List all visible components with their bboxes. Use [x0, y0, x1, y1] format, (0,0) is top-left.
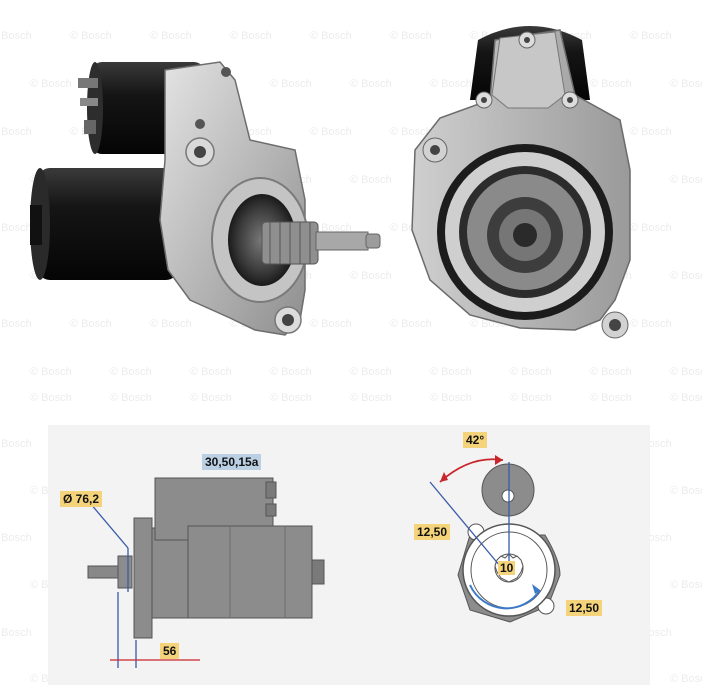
watermark-text: © Bosch: [670, 579, 702, 591]
watermark-text: © Bosch: [310, 30, 352, 42]
watermark-text: © Bosch: [310, 126, 352, 138]
watermark-text: © Bosch: [670, 485, 702, 497]
watermark-text: © Bosch: [270, 392, 312, 404]
watermark-text: © Bosch: [310, 222, 352, 234]
watermark-text: © Bosch: [30, 392, 72, 404]
pinion-diameter-label: Ø 76,2: [60, 491, 103, 507]
watermark-text: © Bosch: [110, 392, 152, 404]
watermark-text: © Bosch: [150, 30, 192, 42]
watermark-text: © Bosch: [350, 270, 392, 282]
watermark-text: © Bosch: [670, 392, 702, 404]
watermark-text: © Bosch: [70, 30, 112, 42]
teeth-count-label: 10: [498, 561, 516, 575]
watermark-text: © Bosch: [390, 30, 432, 42]
watermark-text: © Bosch: [350, 392, 392, 404]
watermark-text: © Bosch: [350, 78, 392, 90]
watermark-text: © Bosch: [670, 270, 702, 282]
mounting-code-label: 30,50,15a: [202, 454, 262, 470]
watermark-text: © Bosch: [590, 78, 632, 90]
watermark-text: © Bosch: [510, 392, 552, 404]
watermark-text: © Bosch: [110, 366, 152, 378]
watermark-text: © Bosch: [0, 222, 32, 234]
watermark-text: © Bosch: [270, 366, 312, 378]
watermark-text: © Bosch: [390, 126, 432, 138]
front-drive-face: [437, 144, 613, 320]
watermark-text: © Bosch: [30, 78, 72, 90]
watermark-text: © Bosch: [670, 366, 702, 378]
watermark-text: © Bosch: [630, 318, 672, 330]
watermark-text: © Bosch: [350, 366, 392, 378]
watermark-text: © Bosch: [390, 318, 432, 330]
watermark-text: © Bosch: [510, 366, 552, 378]
pinion-gear: [261, 221, 381, 265]
watermark-text: © Bosch: [270, 78, 312, 90]
angle-label: 42°: [463, 432, 488, 448]
watermark-text: © Bosch: [590, 392, 632, 404]
watermark-text: © Bosch: [230, 30, 272, 42]
watermark-text: © Bosch: [0, 627, 32, 639]
watermark-text: © Bosch: [590, 366, 632, 378]
watermark-text: © Bosch: [430, 392, 472, 404]
dimension-lines-side: [89, 502, 200, 668]
watermark-text: © Bosch: [350, 174, 392, 186]
dimension-lines-front: [429, 455, 510, 568]
watermark-text: © Bosch: [670, 673, 702, 685]
watermark-text: © Bosch: [190, 392, 232, 404]
motor-body: [30, 168, 178, 280]
watermark-text: © Bosch: [0, 30, 32, 42]
watermark-text: © Bosch: [190, 366, 232, 378]
watermark-text: © Bosch: [0, 532, 32, 544]
watermark-text: © Bosch: [0, 318, 32, 330]
bolt-offset-right-label: 12,50: [566, 600, 603, 616]
flange-distance-label: 56: [160, 643, 180, 659]
watermark-text: © Bosch: [0, 438, 32, 450]
watermark-text: © Bosch: [0, 126, 32, 138]
watermark-text: © Bosch: [630, 30, 672, 42]
watermark-text: © Bosch: [630, 222, 672, 234]
watermark-text: © Bosch: [670, 174, 702, 186]
bolt-offset-left-label: 12,50: [414, 524, 451, 540]
watermark-text: © Bosch: [430, 366, 472, 378]
schematic-side-view: [87, 477, 325, 639]
watermark-text: © Bosch: [310, 318, 352, 330]
watermark-text: © Bosch: [70, 318, 112, 330]
watermark-text: © Bosch: [670, 78, 702, 90]
watermark-text: © Bosch: [630, 126, 672, 138]
watermark-text: © Bosch: [430, 78, 472, 90]
watermark-text: © Bosch: [150, 318, 192, 330]
watermark-text: © Bosch: [30, 366, 72, 378]
